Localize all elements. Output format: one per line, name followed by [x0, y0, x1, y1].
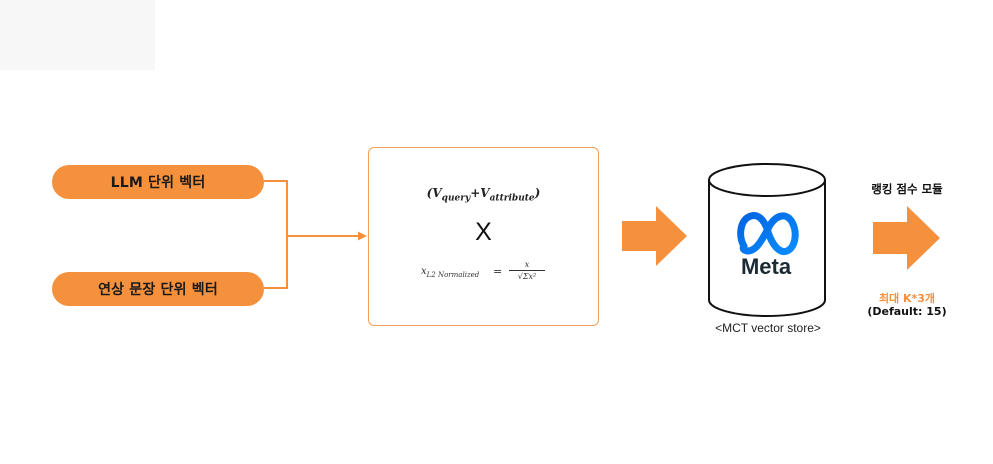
- formula-open-paren: (: [426, 186, 433, 200]
- connector-arrowhead: [358, 231, 367, 241]
- multiply-symbol: X: [475, 218, 492, 246]
- vector-store-label: <MCT vector store>: [715, 321, 821, 335]
- v-attribute-subscript: attribute: [489, 193, 535, 204]
- formula-close-paren: ): [534, 186, 541, 200]
- v-query-subscript: query: [441, 193, 471, 204]
- database-cylinder-icon: [708, 163, 826, 317]
- ranking-module-title: 랭킹 점수 모듈: [871, 182, 943, 196]
- l2-normalized-term: xL2 Normalized: [421, 266, 479, 279]
- formula-equals: =: [493, 265, 503, 278]
- llm-vector-pill: LLM 단위 벡터: [52, 165, 264, 199]
- formula-plus: +: [470, 186, 481, 200]
- formula-box: (Vquery+Vattribute) X xL2 Normalized = x…: [368, 147, 599, 326]
- meta-wordmark: Meta: [740, 254, 792, 279]
- normalization-fraction: x √Σx²: [509, 260, 545, 281]
- background-tint: [0, 0, 155, 70]
- connector-sentence: [264, 236, 288, 289]
- arrow-to-store-icon: [622, 206, 687, 266]
- llm-vector-label: LLM 단위 벡터: [110, 175, 206, 191]
- connector-llm: [264, 180, 288, 236]
- meta-logo-icon: [737, 212, 799, 255]
- vector-sum-formula: (Vquery+Vattribute): [369, 186, 598, 203]
- norm-subscript: L2 Normalized: [426, 271, 480, 279]
- v-attribute: V: [480, 186, 490, 200]
- fraction-numerator: x: [509, 260, 545, 271]
- default-value-label: (Default: 15): [867, 305, 947, 318]
- sentence-vector-label: 연상 문장 단위 벡터: [98, 282, 218, 298]
- fraction-denominator: √Σx²: [517, 272, 537, 281]
- norm-base: x: [421, 266, 427, 277]
- sentence-vector-pill: 연상 문장 단위 벡터: [52, 272, 264, 306]
- max-k-label: 최대 K*3개: [878, 292, 936, 305]
- v-query: V: [432, 186, 442, 200]
- arrow-to-ranking-icon: [873, 206, 940, 270]
